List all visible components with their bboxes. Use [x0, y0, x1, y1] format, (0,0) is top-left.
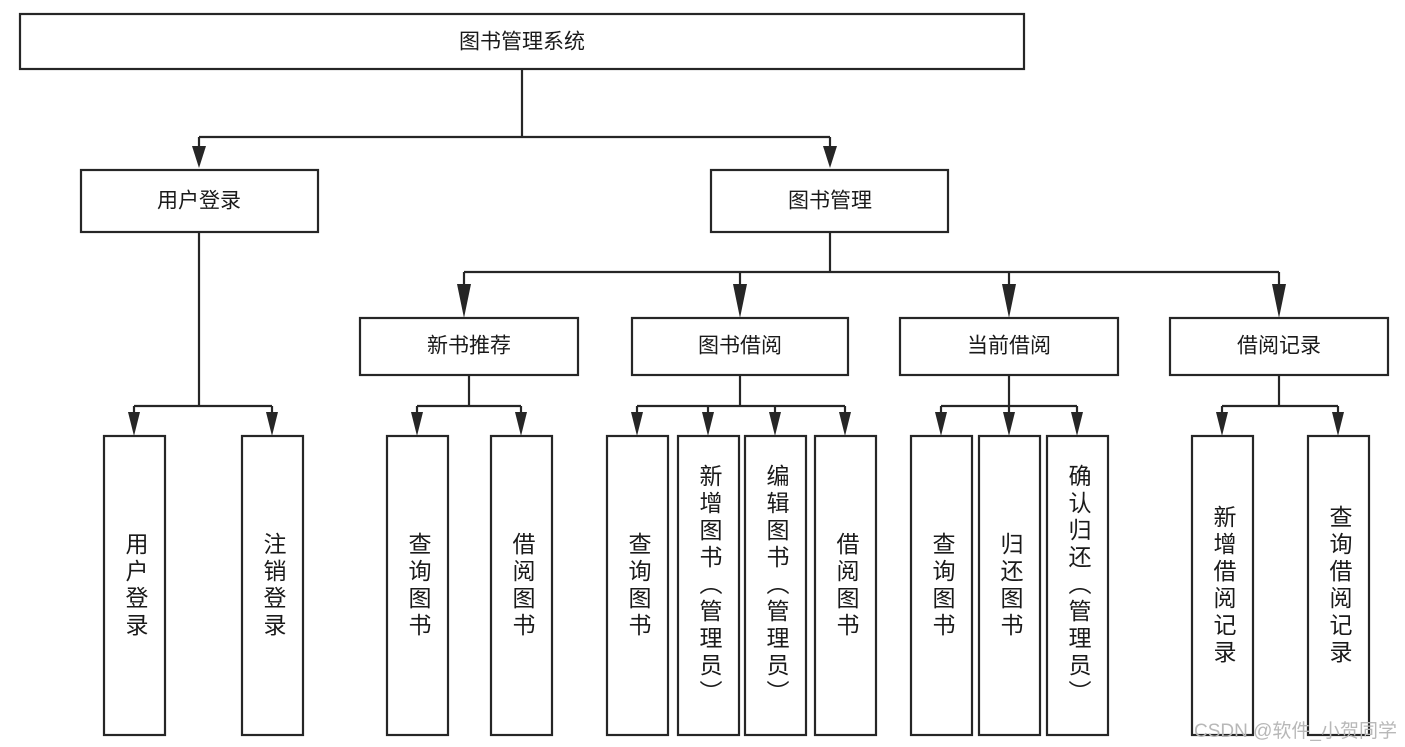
node-root-label: 图书管理系统: [459, 31, 585, 54]
node-new-book-recommend-label: 新书推荐: [427, 335, 511, 358]
arrowhead-current-borrow: [1002, 284, 1016, 318]
node-current-borrow-box[interactable]: [898, 316, 1120, 377]
node-user-login[interactable]: 用户登录: [79, 168, 320, 234]
arrowhead-leaf-edit-book: [769, 412, 781, 436]
connector-group-user-login: [128, 232, 278, 436]
node-leaf-query-record-box[interactable]: [1306, 434, 1371, 737]
arrowhead-leaf-return-book: [1003, 412, 1015, 436]
arrowhead-user-login: [192, 146, 206, 168]
watermark-text: CSDN @软件_小贺同学: [1194, 721, 1397, 742]
node-borrow-record-label: 借阅记录: [1237, 335, 1321, 358]
node-book-management[interactable]: 图书管理: [709, 168, 950, 234]
node-leaf-borrow-book-2-box[interactable]: [813, 434, 878, 737]
node-user-login-label: 用户登录: [157, 190, 241, 213]
node-borrow-record[interactable]: 借阅记录: [1168, 316, 1390, 377]
node-new-book-recommend[interactable]: 新书推荐: [358, 316, 580, 377]
node-book-management-label: 图书管理: [788, 190, 872, 213]
arrowhead-leaf-query-record: [1332, 412, 1344, 436]
arrowhead-leaf-add-book: [702, 412, 714, 436]
node-leaf-query-book-1-box[interactable]: [385, 434, 450, 737]
node-leaf-borrow-book-1-box[interactable]: [489, 434, 554, 737]
node-leaf-query-book-3-box[interactable]: [909, 434, 974, 737]
arrowhead-borrow-record: [1272, 284, 1286, 318]
node-leaf-user-login-box[interactable]: [102, 434, 167, 737]
node-leaf-user-logout-box[interactable]: [240, 434, 305, 737]
arrowhead-leaf-confirm-return: [1071, 412, 1083, 436]
arrowhead-leaf-query-book-3: [935, 412, 947, 436]
node-book-borrow-box[interactable]: [630, 316, 850, 377]
arrowhead-leaf-add-record: [1216, 412, 1228, 436]
node-current-borrow[interactable]: 当前借阅: [898, 316, 1120, 377]
connector-group-root: [192, 69, 837, 168]
node-leaf-add-record-box[interactable]: [1190, 434, 1255, 737]
node-root[interactable]: 图书管理系统: [18, 12, 1026, 71]
connector-group-book-borrow: [631, 375, 851, 436]
connector-group-current-borrow: [935, 375, 1083, 436]
arrowhead-leaf-borrow-book-1: [515, 412, 527, 436]
arrowhead-leaf-query-book-2: [631, 412, 643, 436]
node-leaf-edit-book-box[interactable]: [743, 434, 808, 737]
node-leaf-confirm-return-box[interactable]: [1045, 434, 1110, 737]
arrowhead-new-book-recommend: [457, 284, 471, 318]
node-user-login-box[interactable]: [79, 168, 320, 234]
node-leaf-add-book-box[interactable]: [676, 434, 741, 737]
arrowhead-leaf-user-logout: [266, 412, 278, 436]
node-leaf-return-book-box[interactable]: [977, 434, 1042, 737]
node-book-management-box[interactable]: [709, 168, 950, 234]
node-new-book-recommend-box[interactable]: [358, 316, 580, 377]
arrowhead-leaf-user-login: [128, 412, 140, 436]
node-book-borrow[interactable]: 图书借阅: [630, 316, 850, 377]
node-leaf-query-book-2-box[interactable]: [605, 434, 670, 737]
node-current-borrow-label: 当前借阅: [967, 335, 1051, 358]
arrowhead-leaf-borrow-book-2: [839, 412, 851, 436]
arrowhead-leaf-query-book-1: [411, 412, 423, 436]
arrowhead-book-borrow: [733, 284, 747, 318]
node-book-borrow-label: 图书借阅: [698, 335, 782, 358]
connector-group-new-book-recommend: [411, 375, 527, 436]
connector-group-borrow-record: [1216, 375, 1344, 436]
arrowhead-book-management: [823, 146, 837, 168]
node-borrow-record-box[interactable]: [1168, 316, 1390, 377]
leaf-group: [102, 434, 1371, 737]
node-root-box[interactable]: [18, 12, 1026, 71]
connector-group-book-management: [457, 232, 1286, 318]
